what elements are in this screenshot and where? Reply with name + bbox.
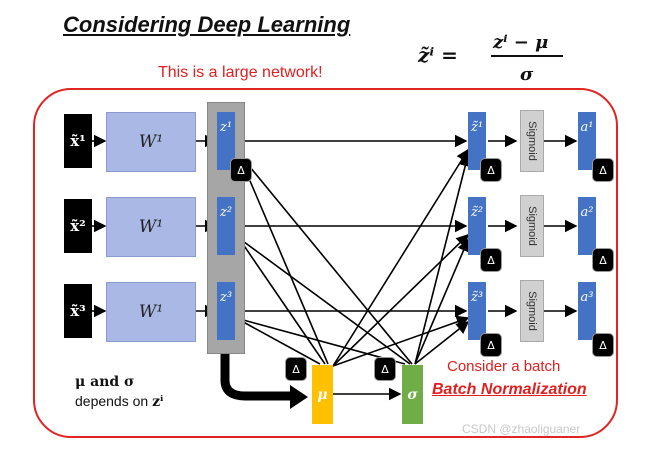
watermark: CSDN @zhaoliguaner bbox=[462, 422, 581, 436]
network-frame bbox=[33, 88, 618, 438]
formula-denominator: σ bbox=[520, 64, 534, 85]
sigmoid-3: Sigmoid bbox=[520, 280, 544, 342]
sigmoid-1: Sigmoid bbox=[520, 110, 544, 172]
batch-norm-label: Batch Normalization bbox=[432, 381, 587, 398]
edge-mu-zn3 bbox=[332, 315, 470, 367]
mu-node: μ bbox=[312, 365, 333, 424]
znorm-node-3: z̃³ bbox=[468, 282, 486, 340]
edge-sigma-zn1 bbox=[414, 153, 472, 365]
normalization-formula: z̃ⁱ = zⁱ − μ σ bbox=[418, 32, 563, 85]
consider-label: Consider a batch bbox=[447, 358, 561, 375]
weight-w3: W¹ bbox=[106, 282, 196, 342]
znorm-node-2: z̃² bbox=[468, 197, 486, 255]
edge-z3-mu bbox=[235, 317, 321, 365]
delta-a3: Δ bbox=[592, 333, 614, 357]
edge-z1-sigma bbox=[235, 149, 413, 365]
warning-label: This is a large network! bbox=[158, 64, 323, 81]
delta-a1: Δ bbox=[592, 158, 614, 182]
edge-sigma-zn2 bbox=[414, 238, 470, 365]
weight-w1: W¹ bbox=[106, 112, 196, 172]
edge-z2-mu bbox=[235, 233, 326, 365]
delta-a2: Δ bbox=[592, 248, 614, 272]
output-a3: a³ bbox=[578, 282, 596, 340]
batch-arrow-head bbox=[290, 385, 308, 409]
delta-z1: Δ bbox=[230, 158, 252, 182]
sigma-node: σ bbox=[402, 365, 423, 424]
delta-zn2: Δ bbox=[480, 248, 502, 272]
edge-z1-mu bbox=[235, 147, 329, 365]
output-a2: a² bbox=[578, 197, 596, 255]
input-x2: x̃² bbox=[64, 199, 92, 253]
delta-zn3: Δ bbox=[480, 333, 502, 357]
z-node-3: z³ bbox=[217, 282, 235, 340]
weight-w2: W¹ bbox=[106, 197, 196, 257]
batch-arrow bbox=[220, 352, 292, 401]
delta-zn1: Δ bbox=[480, 158, 502, 182]
output-a1: a¹ bbox=[578, 112, 596, 170]
formula-lhs: z̃ⁱ = bbox=[418, 43, 458, 67]
input-x1: x̃¹ bbox=[64, 114, 92, 168]
edge-z3-sigma bbox=[235, 317, 406, 365]
delta-sigma: Δ bbox=[374, 357, 396, 381]
dependency-note: μ and σ depends on zⁱ bbox=[75, 374, 164, 410]
sigmoid-2: Sigmoid bbox=[520, 195, 544, 257]
input-x3: x̃³ bbox=[64, 284, 92, 338]
edge-sigma-zn3 bbox=[414, 321, 470, 365]
z-node-1: z¹ bbox=[217, 112, 235, 170]
formula-numerator: zⁱ − μ bbox=[492, 32, 548, 53]
delta-mu: Δ bbox=[285, 357, 307, 381]
edge-z2-sigma bbox=[235, 235, 411, 365]
slide-title: Considering Deep Learning bbox=[63, 12, 351, 37]
edge-mu-zn1 bbox=[332, 148, 469, 367]
znorm-node-1: z̃¹ bbox=[468, 112, 486, 170]
z-node-2: z² bbox=[217, 197, 235, 255]
edge-mu-zn2 bbox=[332, 233, 470, 367]
